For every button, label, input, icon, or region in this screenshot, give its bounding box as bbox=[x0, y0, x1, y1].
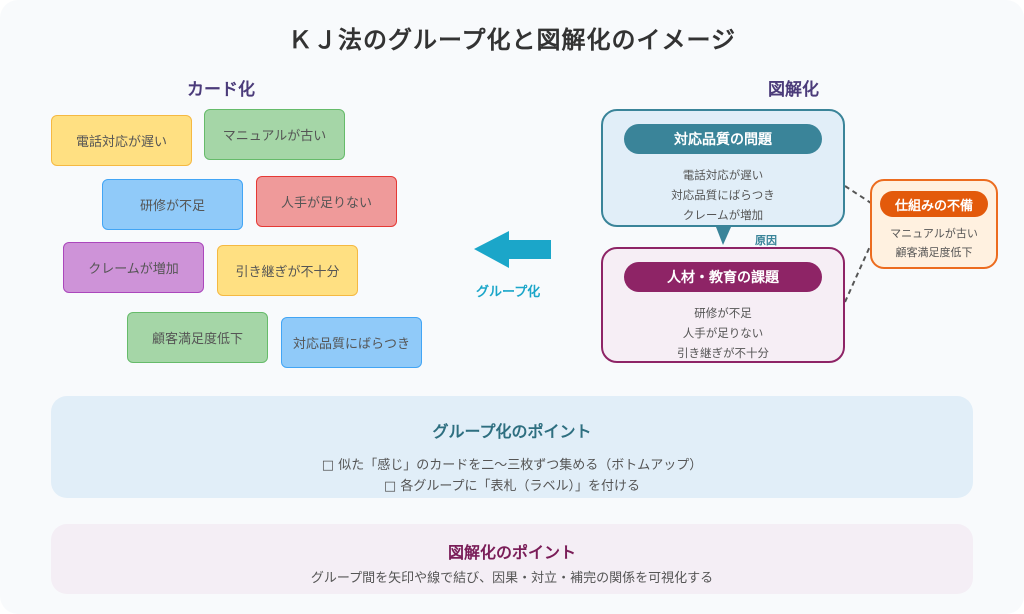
card[interactable]: クレームが増加 bbox=[63, 242, 204, 293]
group-item: 対応品質にばらつき bbox=[671, 188, 775, 202]
page-title: ＫＪ法のグループ化と図解化のイメージ bbox=[287, 26, 737, 54]
grouping-point-line: □ 各グループに「表札（ラベル）」を付ける bbox=[383, 479, 641, 494]
group-item: 電話対応が遅い bbox=[682, 168, 764, 182]
card[interactable]: 引き継ぎが不十分 bbox=[217, 245, 358, 296]
card-section-label: カード化 bbox=[187, 80, 255, 100]
grouping-arrow-label: グループ化 bbox=[476, 285, 541, 300]
card[interactable]: 対応品質にばらつき bbox=[281, 317, 422, 368]
dashed-link-top bbox=[844, 185, 872, 204]
card-text: 人手が足りない bbox=[280, 196, 372, 211]
dashed-link-bottom bbox=[844, 243, 872, 303]
diagram-section-label: 図解化 bbox=[768, 80, 819, 100]
card[interactable]: 電話対応が遅い bbox=[51, 115, 192, 166]
group-item: 研修が不足 bbox=[694, 306, 752, 320]
card[interactable]: 人手が足りない bbox=[256, 176, 397, 227]
card-text: 顧客満足度低下 bbox=[151, 332, 243, 347]
grouping-point-line: □ 似た「感じ」のカードを二〜三枚ずつ集める（ボトムアップ） bbox=[321, 458, 703, 473]
card-text: 対応品質にばらつき bbox=[292, 337, 410, 352]
card[interactable]: 顧客満足度低下 bbox=[127, 312, 268, 363]
group-item: クレームが増加 bbox=[682, 208, 764, 222]
group-item: マニュアルが古い bbox=[890, 227, 978, 240]
card-text: 研修が不足 bbox=[139, 199, 205, 214]
group-items-quality: 電話対応が遅い 対応品質にばらつき クレームが増加 bbox=[601, 165, 845, 225]
group-item: 引き継ぎが不十分 bbox=[677, 346, 769, 360]
card-text: クレームが増加 bbox=[88, 262, 179, 277]
group-title-system: 仕組みの不備 bbox=[880, 191, 988, 217]
diagram-point-line: グループ間を矢印や線で結び、因果・対立・補完の関係を可視化する bbox=[310, 571, 714, 586]
card[interactable]: マニュアルが古い bbox=[204, 109, 345, 160]
group-item: 人手が足りない bbox=[682, 326, 764, 340]
card[interactable]: 研修が不足 bbox=[102, 179, 243, 230]
grouping-points-title: グループ化のポイント bbox=[432, 422, 592, 441]
cause-arrow bbox=[716, 227, 731, 245]
cause-label: 原因 bbox=[755, 234, 777, 247]
group-items-system: マニュアルが古い 顧客満足度低下 bbox=[870, 224, 998, 262]
card-text: 電話対応が遅い bbox=[75, 135, 167, 150]
group-title-hr: 人材・教育の課題 bbox=[624, 262, 822, 292]
card-text: マニュアルが古い bbox=[222, 129, 327, 144]
group-items-hr: 研修が不足 人手が足りない 引き継ぎが不十分 bbox=[601, 303, 845, 363]
group-item: 顧客満足度低下 bbox=[895, 246, 973, 259]
card-text: 引き継ぎが不十分 bbox=[235, 265, 340, 280]
diagram-points-title: 図解化のポイント bbox=[447, 543, 576, 562]
left-arrow-icon bbox=[474, 231, 551, 268]
diagram-points-panel: 図解化のポイント グループ間を矢印や線で結び、因果・対立・補完の関係を可視化する bbox=[51, 524, 973, 594]
grouping-points-panel: グループ化のポイント □ 似た「感じ」のカードを二〜三枚ずつ集める（ボトムアップ… bbox=[51, 396, 973, 498]
group-title-quality: 対応品質の問題 bbox=[624, 124, 822, 154]
